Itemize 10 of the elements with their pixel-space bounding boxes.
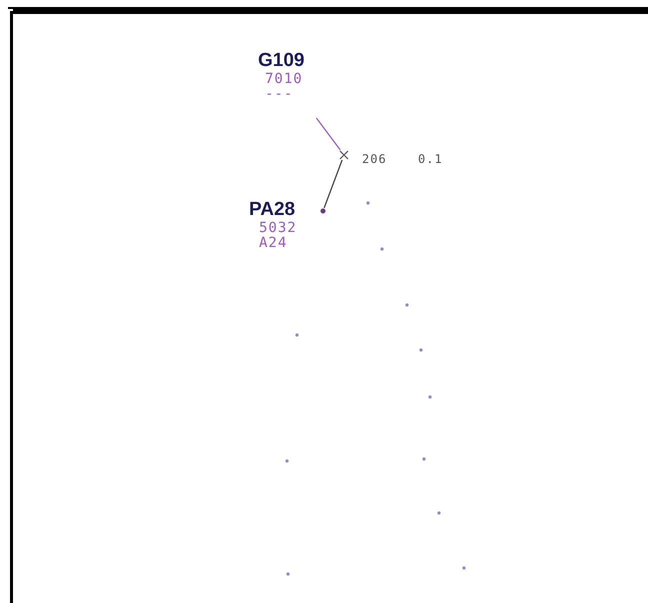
data-block-line: 5032 [259, 221, 297, 236]
callsign-label: PA28 [249, 199, 296, 221]
data-block-line: --- [265, 87, 294, 102]
callsign-label: G109 [258, 50, 304, 72]
leader-line [324, 160, 343, 208]
leader-line [316, 118, 341, 150]
range-readout: 206 [362, 152, 387, 166]
data-block-line: 7010 [265, 72, 303, 87]
data-block-line: A24 [259, 236, 288, 251]
range-readout: 0.1 [418, 152, 443, 166]
